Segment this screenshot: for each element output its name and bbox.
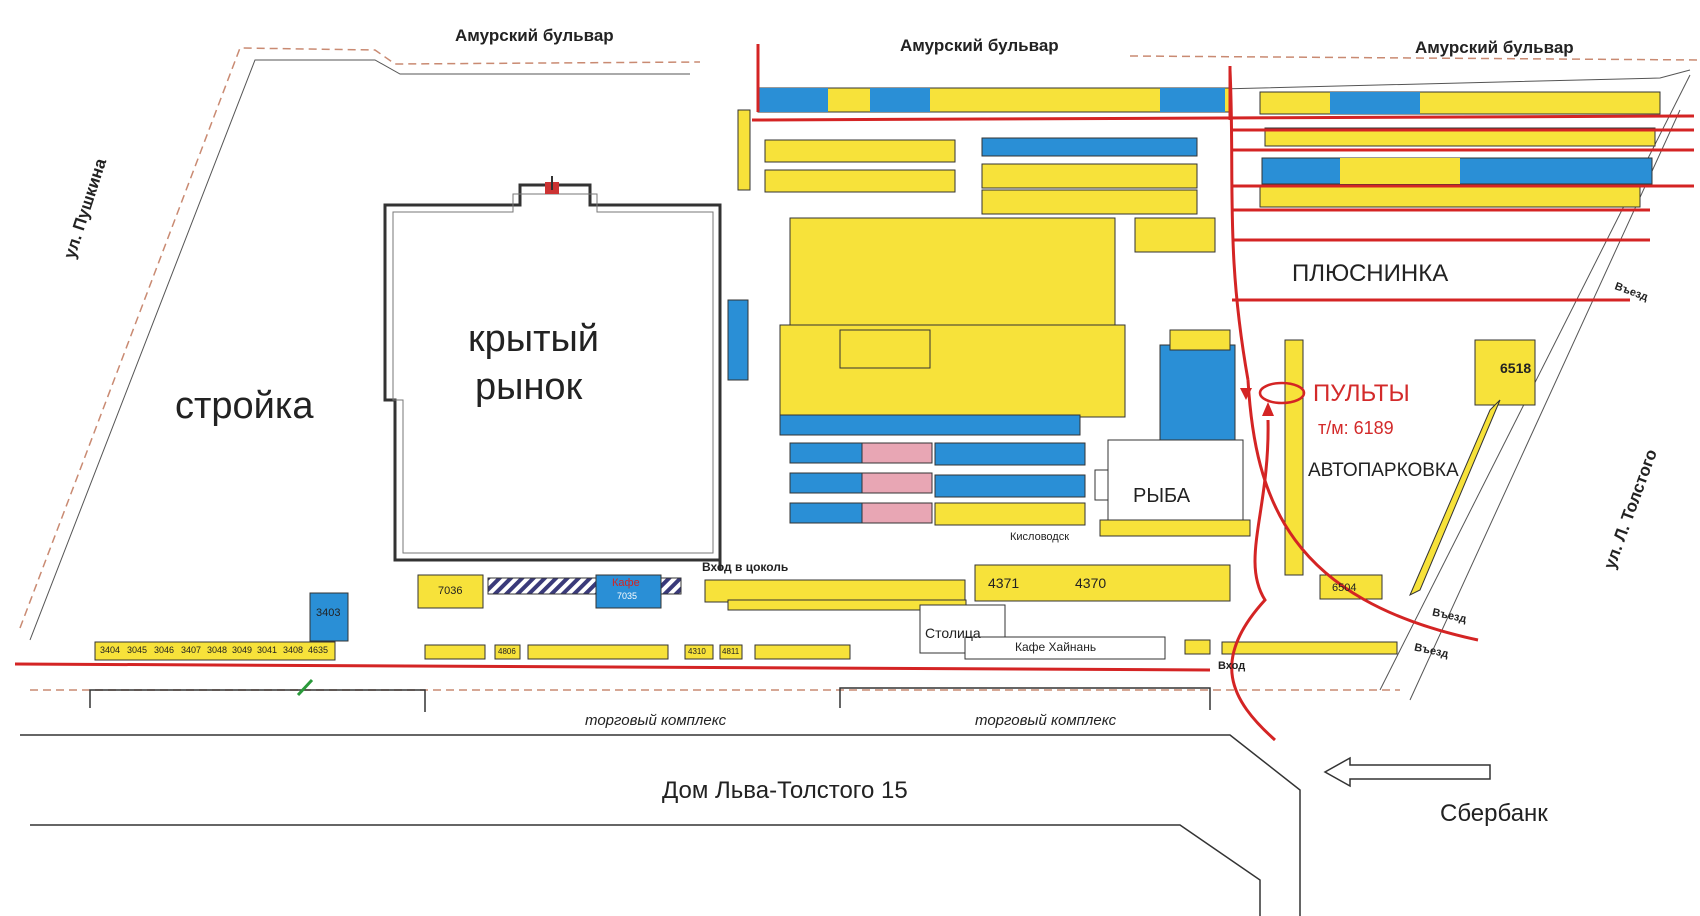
label-kislovodsk: Кисловодск (1010, 531, 1070, 543)
right-area (1107, 184, 1641, 600)
covered-market-building (383, 176, 722, 570)
pulty-marker (1258, 381, 1306, 405)
bottom-stall-6: 3041 (257, 645, 278, 655)
area-krytyi-line1: крытый (468, 318, 600, 360)
street-amursky-2: Амурский бульвар (900, 36, 1059, 55)
stall-cafe: Кафе (612, 577, 640, 589)
stall-6518: 6518 (1500, 360, 1532, 376)
red-routes (14, 44, 1695, 742)
area-plyusninka: ПЛЮСНИНКА (1292, 260, 1449, 287)
mid-stall-1: 4310 (688, 647, 706, 656)
central-stall-blocks (704, 137, 1251, 611)
bottom-stall-1: 3045 (127, 645, 148, 655)
label-sberbank: Сбербанк (1440, 800, 1548, 827)
label-kafe-khainan: Кафе Хайнань (1015, 640, 1097, 654)
bottom-stall-2: 3046 (154, 645, 175, 655)
stall-6504: 6504 (1332, 582, 1357, 594)
area-ryba: РЫБА (1133, 485, 1191, 507)
label-torg-1: торговый комплекс (585, 712, 727, 729)
red-arrows (1240, 388, 1274, 416)
pulty-phone: т/м: 6189 (1318, 418, 1394, 438)
market-lower-strip (417, 574, 682, 609)
street-amursky-3: Амурский бульвар (1415, 38, 1574, 57)
stall-4371: 4371 (988, 575, 1020, 591)
label-stolitsa: Столица (925, 625, 981, 641)
direction-arrow (1323, 756, 1491, 788)
label-torg-2: торговый комплекс (975, 712, 1117, 729)
area-avtoparkovka: АВТОПАРКОВКА (1308, 460, 1459, 481)
label-vkhod: Вход (1218, 660, 1246, 672)
area-krytyi-line2: рынок (475, 366, 583, 408)
stall-7035: 7035 (617, 591, 638, 601)
market-side-stalls (727, 109, 751, 381)
mid-stall-2: 4811 (722, 647, 740, 656)
stall-row-top (757, 87, 1661, 185)
area-pulty: ПУЛЬТЫ (1313, 380, 1410, 407)
stall-4370: 4370 (1075, 575, 1107, 591)
area-stroyka: стройка (175, 385, 314, 427)
street-amursky-1: Амурский бульвар (455, 26, 614, 45)
label-dom-tolstogo: Дом Льва-Толстого 15 (662, 777, 908, 804)
green-mark (296, 678, 314, 697)
street-outlines (20, 687, 1301, 916)
bottom-stall-5: 3049 (232, 645, 253, 655)
bottom-stall-7: 3408 (283, 645, 304, 655)
bottom-stall-8: 4635 (308, 645, 329, 655)
label-vkhod-tsokol: Вход в цоколь (702, 560, 789, 574)
bottom-stall-4: 3048 (207, 645, 228, 655)
stall-7036: 7036 (438, 585, 463, 597)
mid-stall-0: 4806 (498, 647, 516, 656)
bottom-stall-3: 3407 (181, 645, 202, 655)
bottom-stall-row (94, 592, 1398, 661)
stall-3403: 3403 (316, 607, 341, 619)
bottom-stall-0: 3404 (100, 645, 121, 655)
